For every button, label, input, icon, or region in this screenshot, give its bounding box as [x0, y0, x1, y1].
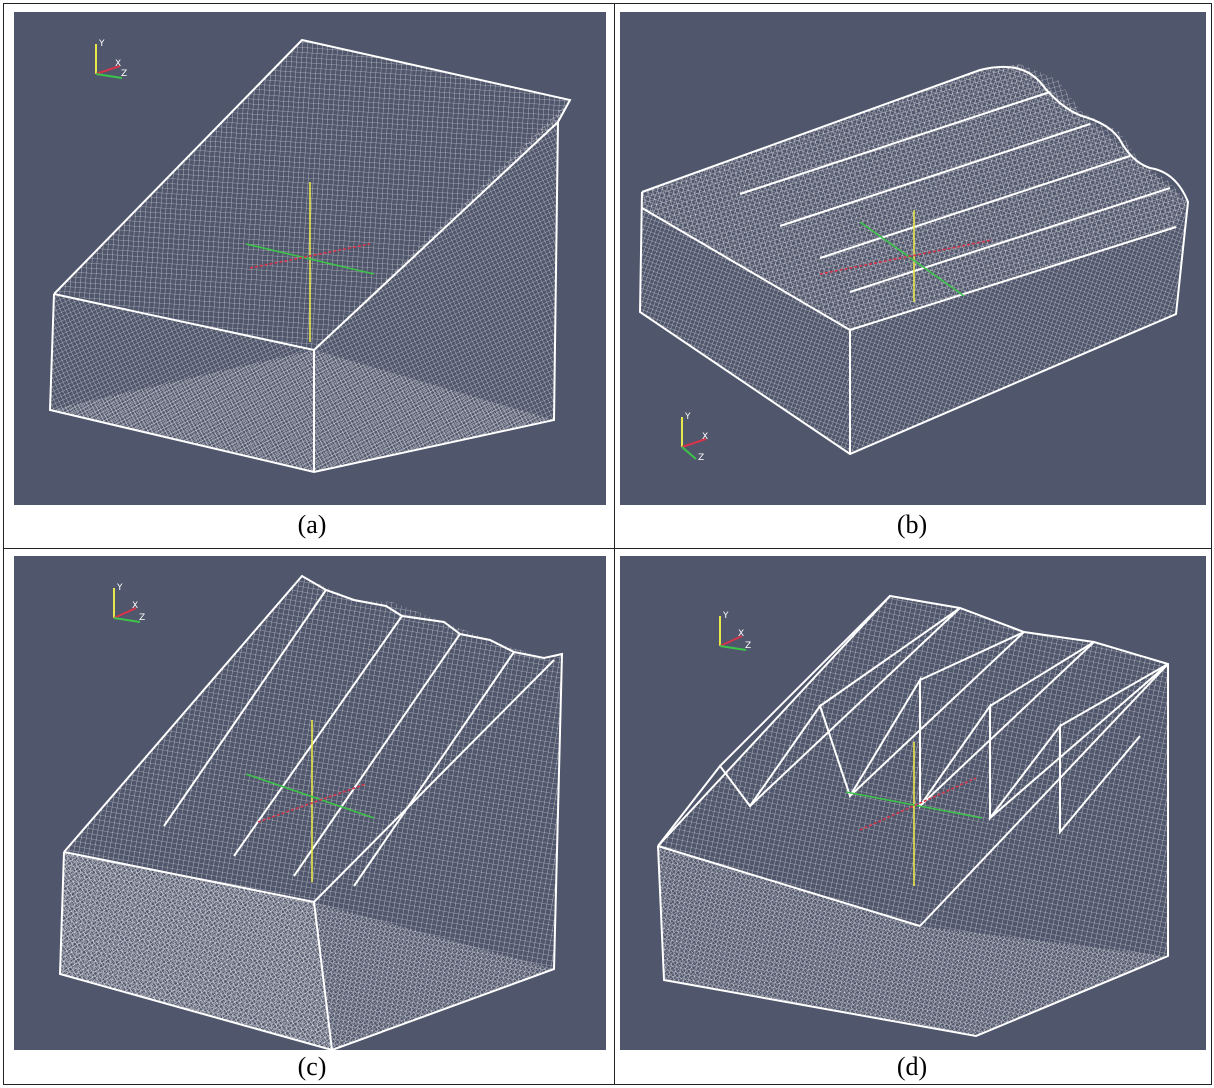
mesh-face-floor — [50, 350, 554, 472]
mesh-face-wavy-top — [642, 64, 1188, 330]
triad-z-label: Z — [745, 641, 751, 651]
axis-triad-panel-b: Y X Z — [681, 412, 708, 463]
mesh-panel-b — [638, 64, 1190, 456]
axis-triad-panel-d: Y X Z — [719, 611, 751, 651]
center-axes-panel-d — [845, 742, 983, 886]
viewport-panel-d: Y X Z — [620, 556, 1206, 1050]
triad-x-label: X — [132, 601, 138, 611]
caption-panel-d: (d) — [896, 1052, 928, 1081]
triad-z-label: Z — [698, 453, 704, 463]
triad-y-label: Y — [722, 611, 729, 621]
triad-x-label: X — [115, 59, 121, 69]
mesh-edges-panel-c — [58, 574, 564, 1050]
triad-z-label: Z — [121, 69, 127, 79]
triad-y-label: Y — [684, 412, 691, 422]
figure-grid — [3, 3, 1212, 1085]
triad-z-label: Z — [139, 613, 145, 623]
mesh-edges-panel-d — [657, 594, 1169, 1038]
axis-triad-panel-c: Y X Z — [113, 583, 145, 623]
grid-divider-horizontal — [4, 548, 1211, 549]
center-axes-panel-b — [819, 210, 993, 302]
caption-panel-c: (c) — [297, 1052, 327, 1081]
mesh-edges-panel-b — [638, 65, 1190, 456]
caption-panel-a: (a) — [297, 510, 327, 539]
caption-panel-b: (b) — [896, 510, 928, 539]
mesh-face-slope — [54, 40, 570, 350]
axis-triad-panel-a: Y X Z — [95, 39, 127, 79]
mesh-panel-d — [657, 594, 1169, 1038]
triad-x-label: X — [738, 629, 744, 639]
mesh-panel-a — [48, 38, 572, 474]
mesh-edges-panel-a — [48, 38, 572, 474]
grid-divider-vertical — [614, 4, 615, 1084]
mesh-panel-c — [58, 574, 564, 1050]
viewport-panel-a: Y X Z — [14, 12, 606, 505]
triad-x-label: X — [702, 432, 708, 442]
triad-y-label: Y — [98, 39, 105, 49]
mesh-face-front-left — [60, 852, 332, 1050]
viewport-panel-b: Y X Z — [620, 12, 1206, 505]
viewport-panel-c: Y X Z — [14, 556, 606, 1050]
center-axes-panel-c — [245, 720, 375, 882]
mesh-face-floor — [658, 846, 1168, 1036]
triad-y-label: Y — [116, 583, 123, 593]
center-axes-panel-a — [245, 182, 375, 342]
